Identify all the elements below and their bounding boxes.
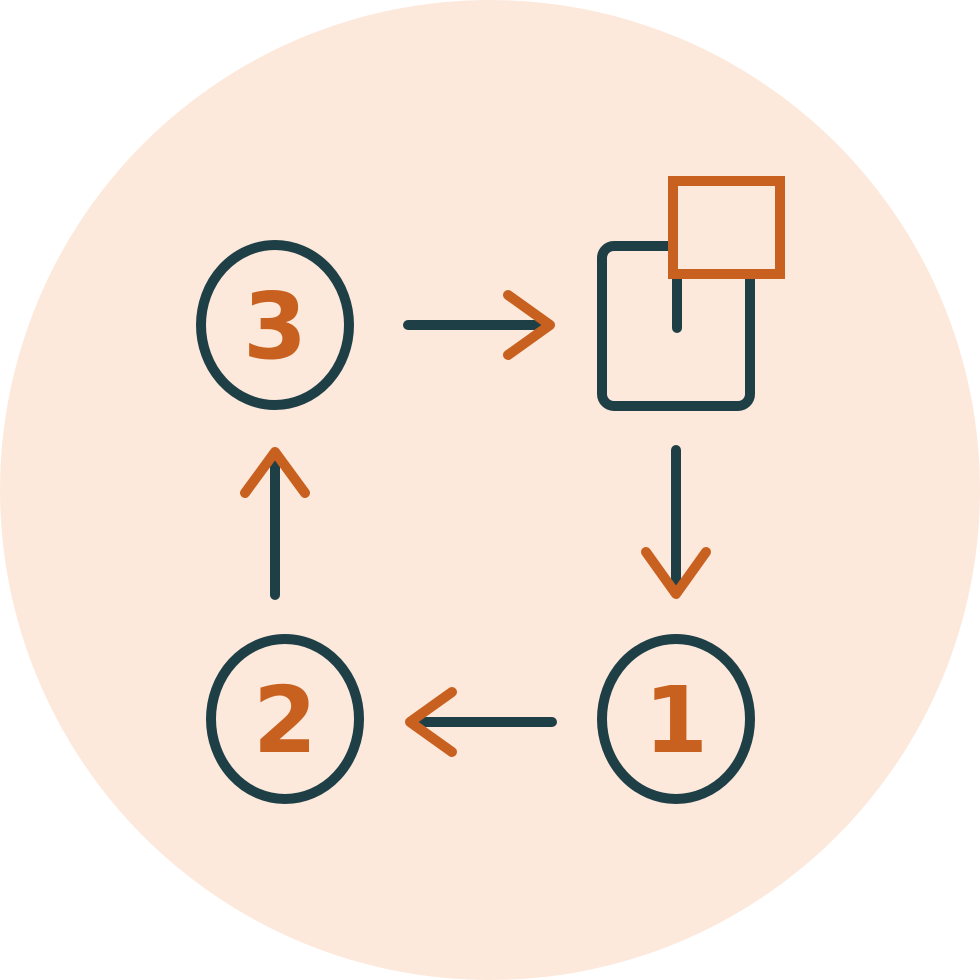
step-1-node: 1	[597, 634, 755, 804]
arrow-left-icon	[405, 687, 557, 757]
step-2-node: 2	[206, 634, 364, 804]
arrow-up-icon	[240, 447, 310, 600]
step-3-node: 3	[196, 240, 354, 410]
arrow-down-icon	[641, 445, 711, 599]
front-square	[668, 176, 785, 279]
step-1-number: 1	[644, 667, 708, 774]
object-squares-icon	[597, 176, 785, 411]
arrow-right-icon	[403, 290, 555, 360]
step-1-circle	[597, 634, 755, 804]
step-3-number: 3	[243, 273, 307, 380]
step-2-number: 2	[253, 667, 317, 774]
step-2-circle	[206, 634, 364, 804]
step-3-circle	[196, 240, 354, 410]
